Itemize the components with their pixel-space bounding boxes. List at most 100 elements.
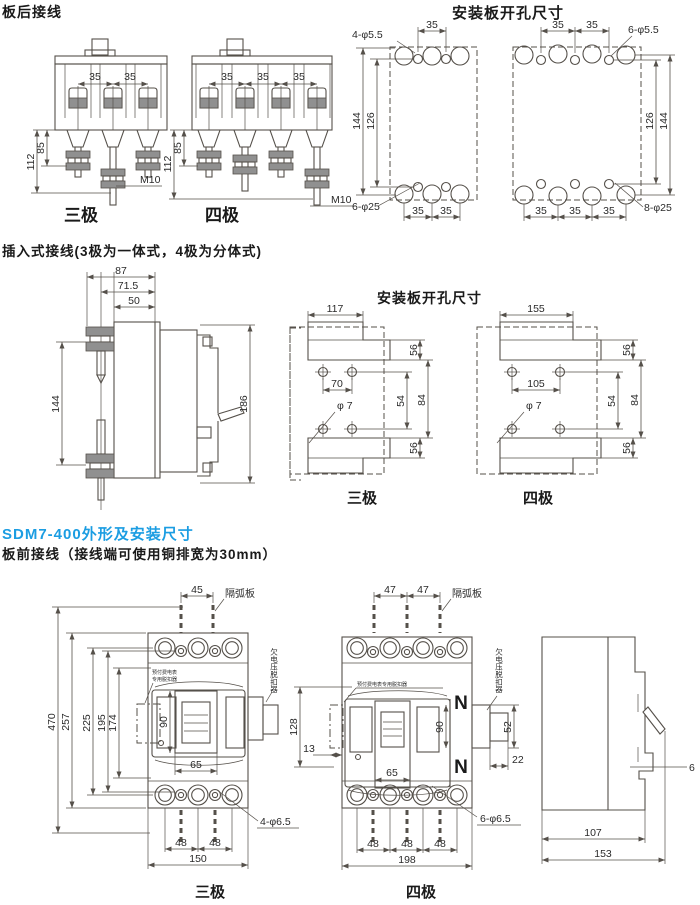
dim-65: 65 xyxy=(386,767,398,779)
drawing-plate-rear-4pole: 35 35 6-φ5.5 126 144 8-φ25 35 35 35 xyxy=(512,19,675,221)
section-title-front-wiring: 板前接线（接线端可使用铜排宽为30mm） xyxy=(2,547,278,562)
arc-plate-dashed xyxy=(372,605,442,633)
neutral-pole-mark: N xyxy=(454,757,468,778)
dim-84: 84 xyxy=(629,394,641,406)
hole-callout: 4-φ6.5 xyxy=(260,816,291,828)
dim-56: 56 xyxy=(408,442,420,454)
handle-frame xyxy=(174,690,218,754)
dim-52: 52 xyxy=(502,721,514,733)
hole-callout: 6-φ6.5 xyxy=(480,813,511,825)
dim-126: 126 xyxy=(644,112,656,130)
meter-release-label: 预付费电表 xyxy=(152,669,177,676)
drawing-rear-4pole: 35 35 35 M10 85 112 四极 xyxy=(162,38,356,225)
dim-56: 56 xyxy=(621,442,633,454)
dim-195: 195 xyxy=(96,714,108,732)
breaker-body xyxy=(191,63,333,131)
hole-dia-callout: φ 7 xyxy=(526,400,542,412)
dim-87: 87 xyxy=(115,265,127,277)
dim-150: 150 xyxy=(189,853,207,865)
toggle-handle xyxy=(181,701,211,744)
dim-126: 126 xyxy=(365,112,377,130)
dim-153: 153 xyxy=(594,848,612,860)
dim-112: 112 xyxy=(162,155,174,172)
dim-35: 35 xyxy=(221,71,233,83)
dim-35: 35 xyxy=(412,205,424,217)
dim-13: 13 xyxy=(303,743,315,755)
dim-54: 54 xyxy=(395,395,407,407)
section-title-plugin-wiring: 插入式接线(3极为一体式，4极为分体式) xyxy=(2,244,263,259)
drawing-plate-plugin-4pole: 155 56 84 105 54 φ 7 56 四极 xyxy=(476,303,646,507)
drawing-front-4pole: 47 47 隔弧板 预付费电表专用脱扣器 128 13 N xyxy=(288,584,524,901)
dim-45: 45 xyxy=(191,584,203,596)
dim-48: 48 xyxy=(401,838,413,850)
dim-35: 35 xyxy=(586,19,598,31)
pole-label: 四极 xyxy=(406,883,437,901)
dim-470: 470 xyxy=(46,713,58,731)
neutral-pole-mark: N xyxy=(454,693,468,714)
dim-85: 85 xyxy=(35,142,47,154)
dim-35: 35 xyxy=(426,19,438,31)
dim-71-5: 71.5 xyxy=(118,280,139,292)
dim-90: 90 xyxy=(158,716,170,728)
dim-186: 186 xyxy=(238,395,250,413)
undervoltage-release xyxy=(471,704,491,749)
dim-65: 65 xyxy=(190,759,202,771)
dim-84: 84 xyxy=(416,394,428,406)
section-title-rear-wiring: 板后接线 xyxy=(2,4,62,20)
dim-35: 35 xyxy=(257,71,269,83)
drawing-rear-3pole: 35 35 M10 85 112 三极 xyxy=(25,38,168,225)
dim-112: 112 xyxy=(25,153,37,170)
dim-48: 48 xyxy=(434,838,446,850)
dim-144: 144 xyxy=(351,112,363,130)
hole-callout: 4-φ5.5 xyxy=(352,29,383,41)
drawing-side-400: 6 107 153 xyxy=(541,636,695,864)
dim-35: 35 xyxy=(293,71,305,83)
undervoltage-label: 欠电压脱扣器 xyxy=(269,647,278,695)
dim-48: 48 xyxy=(209,837,221,849)
dim-47: 47 xyxy=(417,584,429,596)
section-title-outline-blue: SDM7-400外形及安装尺寸 xyxy=(2,526,194,543)
meter-release-label: 预付费电表专用脱扣器 xyxy=(357,681,407,688)
dim-48: 48 xyxy=(367,838,379,850)
drawing-plate-plugin-3pole: 117 56 84 70 54 φ 7 56 三极 xyxy=(289,303,433,507)
mounting-panel-dashed xyxy=(289,327,301,481)
dim-155: 155 xyxy=(527,303,545,315)
arc-plate-dashed xyxy=(179,605,215,633)
dim-56: 56 xyxy=(621,344,633,356)
section-title-plate-holes-mid: 安装板开孔尺寸 xyxy=(377,290,482,306)
thread-callout: M10 xyxy=(140,174,161,186)
pole-label: 四极 xyxy=(523,489,554,507)
arc-plate-label: 隔弧板 xyxy=(225,587,255,600)
dim-35: 35 xyxy=(89,71,101,83)
toggle-handle xyxy=(226,38,244,56)
hole-callout: 8-φ25 xyxy=(644,202,672,214)
hole-callout: 6-φ5.5 xyxy=(628,24,659,36)
dim-128: 128 xyxy=(288,718,300,736)
dim-70: 70 xyxy=(331,378,343,390)
dim-6: 6 xyxy=(689,762,695,774)
dim-35: 35 xyxy=(440,205,452,217)
dim-105: 105 xyxy=(527,378,545,390)
hole-callout: 6-φ25 xyxy=(352,201,380,213)
thread-callout: M10 xyxy=(331,194,352,206)
pole-label: 三极 xyxy=(347,489,378,507)
hole-dia-callout: φ 7 xyxy=(337,400,353,412)
dim-144: 144 xyxy=(658,112,670,130)
toggle-handle-side xyxy=(217,406,245,422)
plugin-base xyxy=(113,321,161,479)
section-title-plate-holes-top: 安装板开孔尺寸 xyxy=(452,5,565,22)
undervoltage-release xyxy=(247,696,264,741)
dim-56: 56 xyxy=(408,344,420,356)
toggle-handle-side xyxy=(642,706,666,735)
dim-22: 22 xyxy=(512,754,524,766)
dim-35: 35 xyxy=(552,19,564,31)
pole-label: 三极 xyxy=(64,206,98,225)
toggle-handle xyxy=(91,38,109,56)
pole-label: 四极 xyxy=(205,206,239,225)
dim-85: 85 xyxy=(172,142,184,154)
dim-35: 35 xyxy=(535,205,547,217)
meter-release-label: 专用脱扣器 xyxy=(152,676,177,683)
drawing-plugin-side: 87 71.5 50 144 186 xyxy=(50,265,301,510)
